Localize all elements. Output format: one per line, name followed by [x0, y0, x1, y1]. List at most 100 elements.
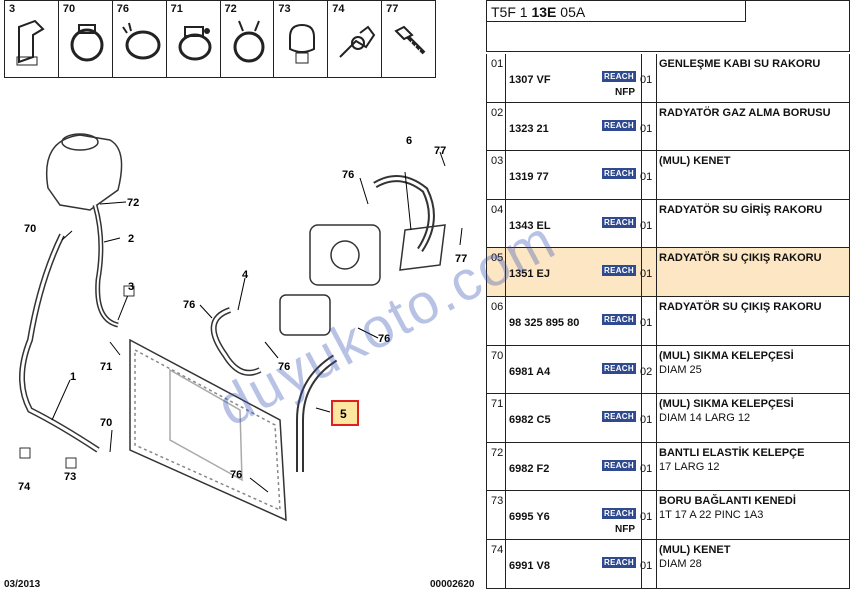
- callout-1: 1: [70, 371, 76, 383]
- part-description: (MUL) KENET: [659, 155, 731, 168]
- icon-cell-77[interactable]: 77: [382, 1, 435, 77]
- reach-badge: REACH: [602, 313, 636, 325]
- quantity: 01: [640, 171, 653, 184]
- callout-6: 6: [406, 135, 412, 147]
- clip-bracket-icon: [16, 19, 45, 66]
- callout-70-bottom: 70: [100, 417, 112, 429]
- part-reference[interactable]: 6991 V8: [509, 559, 550, 572]
- header-bold: 13E: [531, 4, 557, 20]
- part-spec: DIAM 14 LARG 12: [659, 412, 751, 425]
- callout-77-bottom: 77: [455, 253, 467, 265]
- callout-5-highlight[interactable]: [331, 400, 359, 426]
- part-reference[interactable]: 1351 EJ: [509, 268, 550, 281]
- icon-cell-70[interactable]: 70: [59, 1, 113, 77]
- parts-diagram-panel: 3 70 76 71 72 73 74 77: [4, 0, 475, 590]
- icon-cell-72[interactable]: 72: [221, 1, 275, 77]
- nfp-badge: NFP: [615, 524, 635, 536]
- callout-74: 74: [18, 481, 31, 493]
- callout-3: 3: [128, 281, 134, 293]
- pipe-clip-icon: [289, 23, 316, 64]
- part-description: RADYATÖR GAZ ALMA BORUSU: [659, 106, 831, 119]
- reach-badge: REACH: [602, 216, 636, 228]
- quantity: 01: [640, 559, 653, 572]
- band-clamp-icon: [233, 20, 264, 63]
- quantity: 01: [640, 122, 653, 135]
- quantity: 01: [640, 316, 653, 329]
- icon-cell-3[interactable]: 3: [5, 1, 59, 77]
- part-reference[interactable]: 6982 F2: [509, 462, 550, 475]
- reach-badge: REACH: [602, 71, 636, 82]
- reach-badge: REACH: [602, 362, 636, 374]
- row-index: 71: [491, 398, 504, 411]
- hose-clamp-icon: [70, 24, 104, 62]
- part-spec: DIAM 28: [659, 557, 702, 570]
- part-reference[interactable]: 1319 77: [509, 171, 549, 184]
- reach-badge: REACH: [602, 265, 636, 277]
- row-index: 74: [491, 543, 504, 556]
- part-spec: DIAM 25: [659, 363, 702, 376]
- part-reference[interactable]: 1343 EL: [509, 219, 551, 232]
- part-description: RADYATÖR SU ÇIKIŞ RAKORU: [659, 252, 822, 265]
- row-index: 01: [491, 58, 504, 70]
- row-index: 02: [491, 106, 504, 119]
- part-reference[interactable]: 6982 C5: [509, 414, 551, 427]
- part-spec: 17 LARG 12: [659, 460, 720, 473]
- part-reference[interactable]: 6981 A4: [509, 365, 551, 378]
- part-reference[interactable]: 6995 Y6: [509, 511, 550, 524]
- icon-number: 70: [62, 3, 76, 15]
- part-description: (MUL) KENET: [659, 543, 731, 556]
- icon-number: 73: [278, 3, 291, 15]
- footer-code: 00002620: [430, 579, 475, 590]
- row-index: 04: [491, 203, 504, 216]
- icon-cell-76[interactable]: 76: [113, 1, 167, 77]
- callout-5: 5: [340, 407, 347, 421]
- callout-76-top: 76: [342, 169, 354, 181]
- part-reference[interactable]: 1307 VF: [509, 74, 551, 86]
- spring-clamp-icon: [121, 22, 161, 60]
- callout-76-bottom: 76: [230, 469, 242, 481]
- part-description: BORU BAĞLANTI KENEDİ: [659, 495, 796, 508]
- icon-cell-71[interactable]: 71: [167, 1, 221, 77]
- row-index: 73: [491, 495, 504, 508]
- callout-72: 72: [127, 197, 139, 209]
- callout-2: 2: [128, 233, 134, 245]
- callout-77-top: 77: [434, 145, 446, 157]
- part-reference[interactable]: 98 325 895 80: [509, 316, 580, 329]
- icon-number: 76: [116, 3, 129, 15]
- cooling-system-diagram: 6 77 76 72 70 2 3 4 76 71 76 76 77 1 70 …: [18, 133, 467, 522]
- reach-badge: REACH: [602, 119, 636, 131]
- icon-number: 72: [224, 3, 237, 15]
- icon-cell-74[interactable]: 74: [328, 1, 383, 77]
- part-description: RADYATÖR SU GİRİŞ RAKORU: [659, 203, 823, 216]
- part-description: BANTLI ELASTİK KELEPÇE: [659, 446, 805, 459]
- header-spacer-row: [486, 22, 850, 52]
- callout-76-center: 76: [278, 361, 290, 373]
- diagram-code-header: T5F 1 13E 05A: [486, 0, 746, 22]
- callout-76-right: 76: [378, 333, 390, 345]
- hose-clip-icon: [339, 25, 376, 58]
- reach-badge: REACH: [602, 459, 636, 471]
- quantity: 01: [640, 414, 653, 427]
- header-suffix: 05A: [556, 4, 586, 20]
- icon-cell-73[interactable]: 73: [274, 1, 329, 77]
- part-spec: 1T 17 A 22 PINC 1A3: [659, 509, 764, 522]
- callout-73: 73: [64, 471, 76, 483]
- quantity: 01: [640, 219, 653, 232]
- icon-number: 74: [332, 3, 345, 15]
- quantity: 02: [640, 365, 653, 378]
- part-description: RADYATÖR SU ÇIKIŞ RAKORU: [659, 300, 822, 313]
- quantity: 01: [640, 74, 653, 86]
- reach-badge: REACH: [602, 168, 636, 180]
- table-row[interactable]: 02 1323 21 REACH 01 RADYATÖR GAZ ALMA BORUSU: [486, 102, 850, 152]
- part-reference[interactable]: 1323 21: [509, 122, 549, 135]
